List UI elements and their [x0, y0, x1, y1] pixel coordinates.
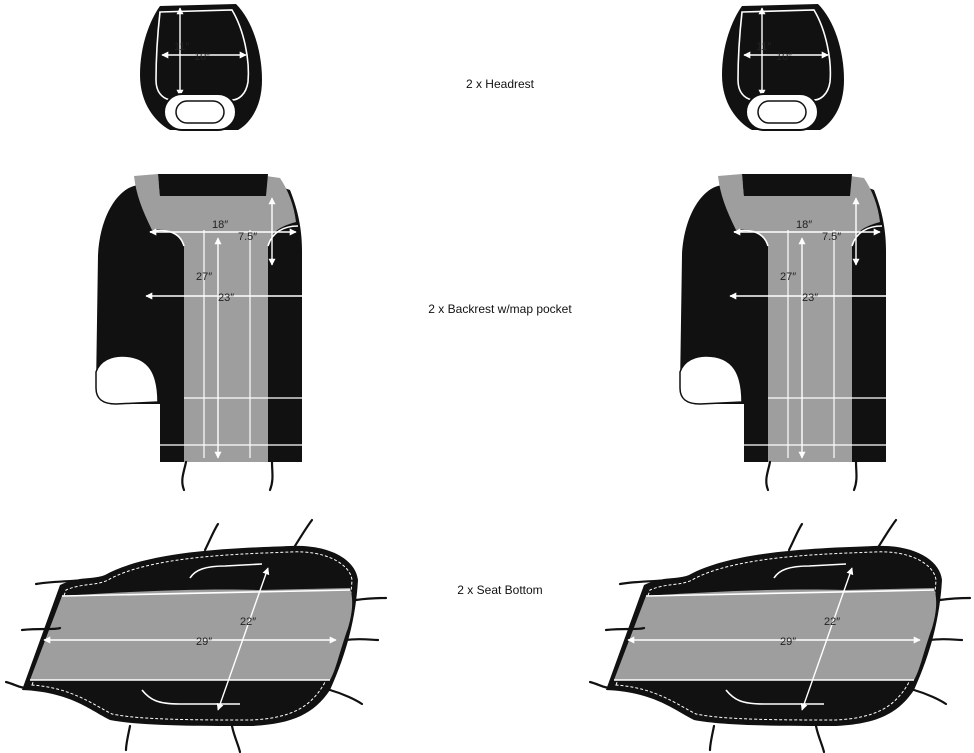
headrest-width-label: 10″ — [194, 51, 210, 63]
backrest-caption: 2 x Backrest w/map pocket — [428, 302, 572, 316]
seat-depth-label: 22″ — [240, 616, 256, 628]
backrest-height-label: 27″ — [780, 271, 796, 283]
backrest-width-label: 23″ — [802, 292, 818, 304]
backrest-left: 18″ 7.5″ 27″ 23″ — [96, 174, 310, 490]
backrest-strip-label: 7.5″ — [822, 231, 841, 243]
headrest-right: 11″ 10″ — [722, 4, 844, 130]
seat-width-label: 29″ — [196, 636, 212, 648]
headrest-height-label: 11″ — [756, 41, 771, 53]
backrest-width-label: 23″ — [218, 292, 234, 304]
seat-bottom-caption: 2 x Seat Bottom — [457, 583, 542, 597]
backrest-strip-label: 7.5″ — [238, 231, 257, 243]
seat-depth-label: 22″ — [824, 616, 840, 628]
headrest-width-label: 10″ — [776, 51, 792, 63]
headrest-left: 11″ 10″ — [140, 4, 262, 130]
backrest-height-label: 27″ — [196, 271, 212, 283]
seat-bottom-right: 22″ 29″ — [590, 520, 970, 752]
backrest-top-width-label: 18″ — [796, 219, 812, 231]
backrest-top-width-label: 18″ — [212, 219, 228, 231]
backrest-right: 18″ 7.5″ 27″ 23″ — [680, 174, 894, 490]
seat-width-label: 29″ — [780, 636, 796, 648]
headrest-height-label: 11″ — [174, 41, 189, 53]
seat-bottom-left: 22″ 29″ — [6, 520, 386, 752]
headrest-caption: 2 x Headrest — [466, 77, 535, 91]
